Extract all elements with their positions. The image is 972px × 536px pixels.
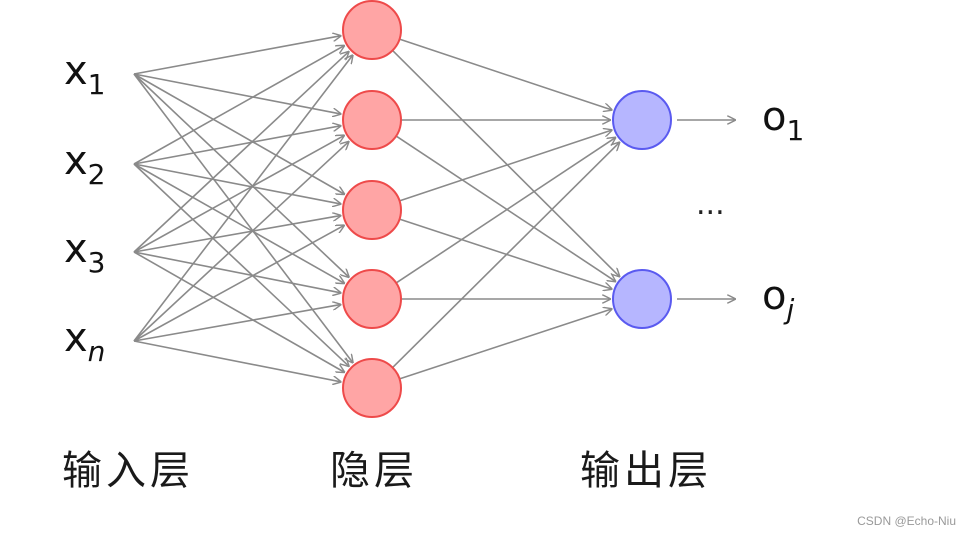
edge-hidden-5-to-output-1 — [392, 143, 620, 369]
edge-input-3-to-hidden-1 — [133, 52, 349, 253]
edge-input-2-to-hidden-3 — [133, 163, 341, 204]
edge-input-3-to-hidden-5 — [133, 251, 344, 372]
edge-input-1-to-hidden-5 — [133, 73, 353, 362]
edge-input-1-to-hidden-2 — [133, 73, 341, 114]
edge-input-2-to-hidden-4 — [133, 163, 344, 283]
edge-input-2-to-hidden-2 — [133, 126, 341, 165]
edge-input-2-to-hidden-5 — [133, 163, 349, 366]
edge-input-4-to-hidden-5 — [133, 340, 341, 382]
output-layer-label: 输出层 — [580, 448, 712, 494]
hidden-node-1 — [342, 0, 402, 60]
labels-layer: x1 x2 x3 xn o1 oj — [64, 48, 804, 368]
edge-hidden-1-to-output-1 — [399, 38, 612, 110]
output-node-1 — [612, 90, 672, 150]
edge-input-4-to-hidden-1 — [133, 55, 353, 342]
hidden-node-5 — [342, 358, 402, 418]
edge-input-4-to-hidden-3 — [133, 225, 344, 342]
input-label-1: x1 — [64, 48, 106, 101]
input-label-2: x2 — [64, 138, 106, 191]
edge-input-2-to-hidden-1 — [133, 46, 344, 165]
edge-input-1-to-hidden-1 — [133, 36, 341, 75]
edge-hidden-5-to-output-2 — [399, 309, 612, 380]
input-label-3: x3 — [64, 226, 106, 279]
output-label-1: o1 — [762, 94, 804, 147]
hidden-node-2 — [342, 90, 402, 150]
edge-input-4-to-hidden-4 — [133, 305, 340, 342]
edge-hidden-3-to-output-2 — [399, 218, 612, 289]
output-label-2: oj — [762, 273, 794, 326]
hidden-node-3 — [342, 180, 402, 240]
edges-layer — [133, 36, 735, 382]
edge-input-3-to-hidden-2 — [133, 136, 344, 253]
nodes-layer — [342, 0, 672, 418]
edge-input-1-to-hidden-3 — [133, 73, 344, 194]
input-label-4: xn — [64, 315, 105, 368]
hidden-node-4 — [342, 269, 402, 329]
edge-hidden-1-to-output-2 — [391, 49, 620, 276]
edge-hidden-4-to-output-1 — [395, 138, 615, 284]
edge-hidden-2-to-output-2 — [395, 135, 615, 281]
output-ellipsis: ... — [696, 187, 725, 222]
hidden-layer-label: 隐层 — [330, 448, 418, 494]
edge-input-4-to-hidden-2 — [133, 142, 349, 342]
watermark: CSDN @Echo-Niu — [857, 514, 956, 528]
input-layer-label: 输入层 — [62, 448, 194, 494]
output-node-2 — [612, 269, 672, 329]
edge-input-3-to-hidden-4 — [133, 251, 341, 293]
edge-hidden-3-to-output-1 — [399, 130, 612, 202]
edge-input-3-to-hidden-3 — [133, 216, 340, 253]
